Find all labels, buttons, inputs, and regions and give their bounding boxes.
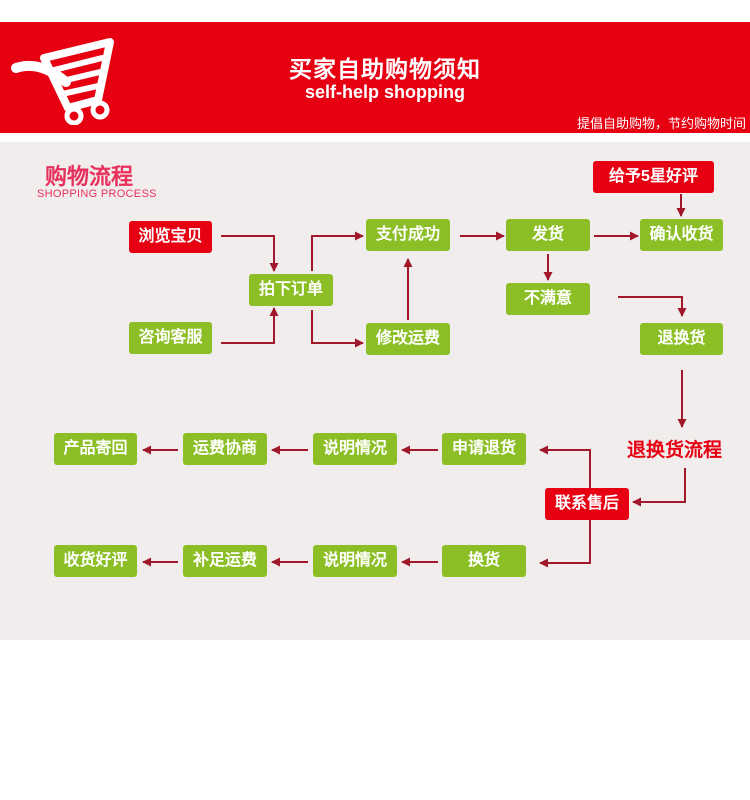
node-contact-service: 联系售后 bbox=[545, 488, 629, 520]
header-banner: 买家自助购物须知 self-help shopping 提倡自助购物，节约购物时… bbox=[0, 22, 750, 133]
arrow-order-to-modify bbox=[311, 310, 364, 348]
node-negotiate-fee: 运费协商 bbox=[183, 433, 267, 465]
arrow-contact-to-exchange bbox=[539, 520, 591, 568]
node-explain-1: 说明情况 bbox=[313, 433, 397, 465]
node-consult: 咨询客服 bbox=[129, 322, 212, 354]
section-title: 购物流程 bbox=[45, 164, 134, 189]
node-return-exchange: 退换货 bbox=[640, 323, 723, 355]
node-unsatisfied: 不满意 bbox=[506, 283, 590, 315]
arrow-contact-to-apply bbox=[539, 445, 591, 488]
node-confirm: 确认收货 bbox=[640, 219, 723, 251]
node-exchange: 换货 bbox=[442, 545, 526, 577]
node-explain-2: 说明情况 bbox=[313, 545, 397, 577]
node-five-star: 给予5星好评 bbox=[593, 161, 714, 193]
node-pay: 支付成功 bbox=[366, 219, 450, 251]
slogan-text: 提倡自助购物，节约购物时间 bbox=[576, 116, 746, 131]
arrow-browse-to-order bbox=[221, 235, 279, 272]
node-ship: 发货 bbox=[506, 219, 590, 251]
section-subtitle: SHOPPING PROCESS bbox=[37, 188, 157, 200]
page-subtitle: self-help shopping bbox=[305, 82, 465, 102]
node-add-fee: 补足运费 bbox=[183, 545, 267, 577]
shopping-cart-icon bbox=[11, 38, 114, 125]
node-order: 拍下订单 bbox=[249, 274, 333, 306]
node-browse: 浏览宝贝 bbox=[129, 221, 212, 253]
return-flow-title: 退换货流程 bbox=[627, 440, 723, 461]
arrow-flow-to-contact bbox=[632, 468, 686, 507]
node-receive-review: 收货好评 bbox=[54, 545, 137, 577]
node-modify-fee: 修改运费 bbox=[366, 323, 450, 355]
arrow-unsatisfied-to-return bbox=[618, 296, 687, 317]
node-send-back: 产品寄回 bbox=[54, 433, 137, 465]
arrow-consult-to-order bbox=[221, 307, 279, 344]
node-apply-return: 申请退货 bbox=[442, 433, 526, 465]
arrow-order-to-pay bbox=[311, 231, 364, 271]
page-title: 买家自助购物须知 bbox=[289, 56, 481, 82]
